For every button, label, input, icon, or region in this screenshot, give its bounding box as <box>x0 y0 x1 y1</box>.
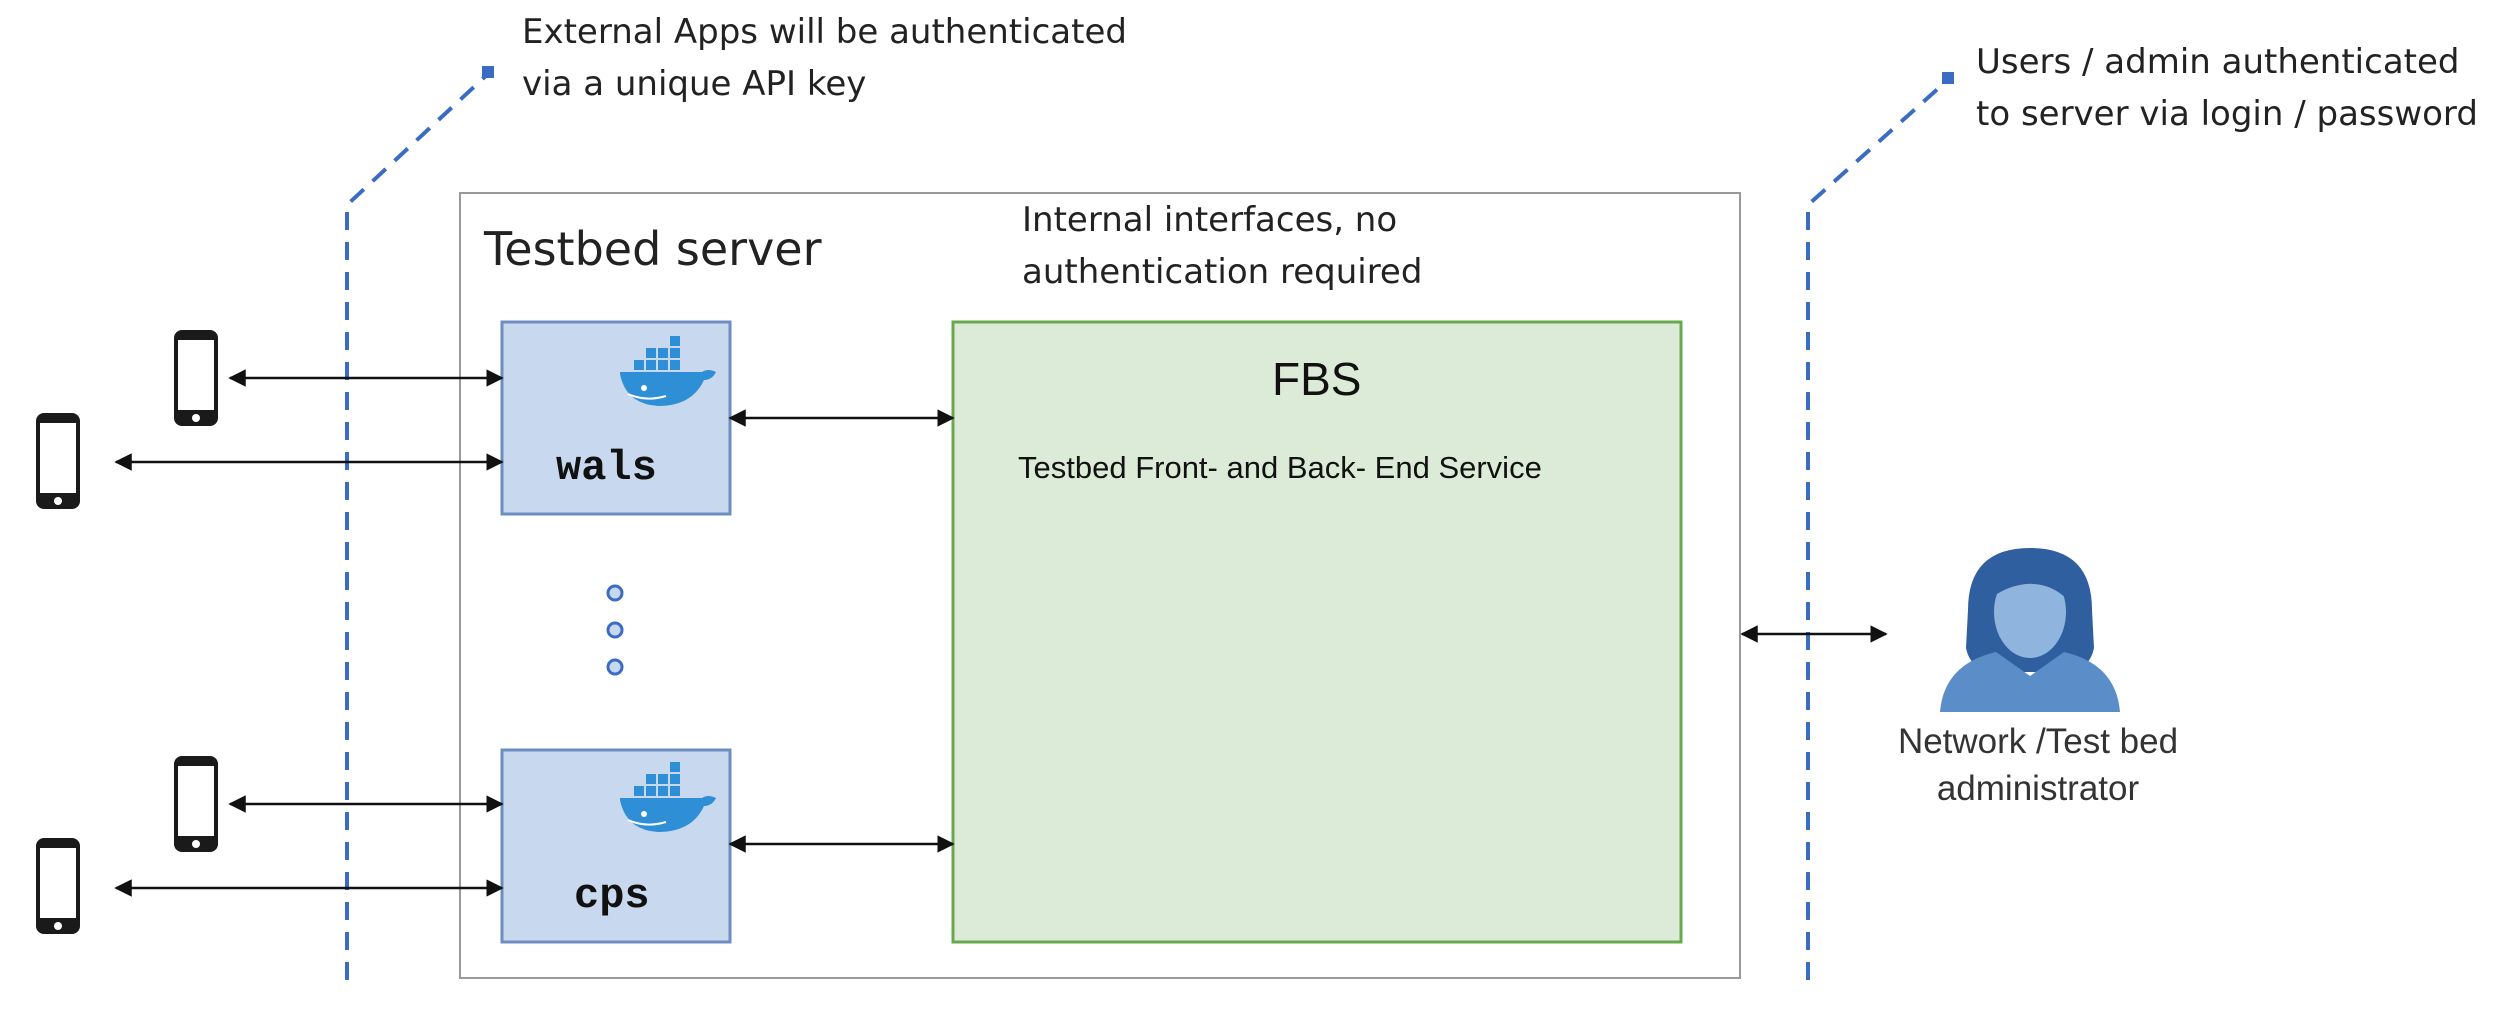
phone-icon <box>174 330 218 426</box>
dashed-boundary-users <box>1806 72 1954 980</box>
phone-icon <box>36 838 80 934</box>
fbs-subtitle: Testbed Front- and Back- End Service <box>1018 450 1542 485</box>
fbs-box <box>951 320 1683 944</box>
phone-icon <box>36 413 80 509</box>
phone-icon <box>174 756 218 852</box>
server-label: Testbed server <box>484 222 822 276</box>
cps-service-box <box>500 748 732 944</box>
annotation-internal: Internal interfaces, no authentication r… <box>1022 200 1423 292</box>
admin-label: Network /Test bed administrator <box>1897 722 2179 808</box>
fbs-title: FBS <box>1272 353 1362 405</box>
service-label-wals: wals <box>556 444 657 492</box>
admin-person-icon <box>1940 548 2120 712</box>
ellipsis-dots <box>606 584 624 676</box>
annotation-external-apps: External Apps will be authenticated via … <box>522 12 1127 104</box>
dashed-boundary-external <box>345 66 494 980</box>
service-label-cps: cps <box>574 872 650 920</box>
annotation-users-admin: Users / admin authenticated to server vi… <box>1976 42 2478 134</box>
wals-service-box <box>500 320 732 516</box>
